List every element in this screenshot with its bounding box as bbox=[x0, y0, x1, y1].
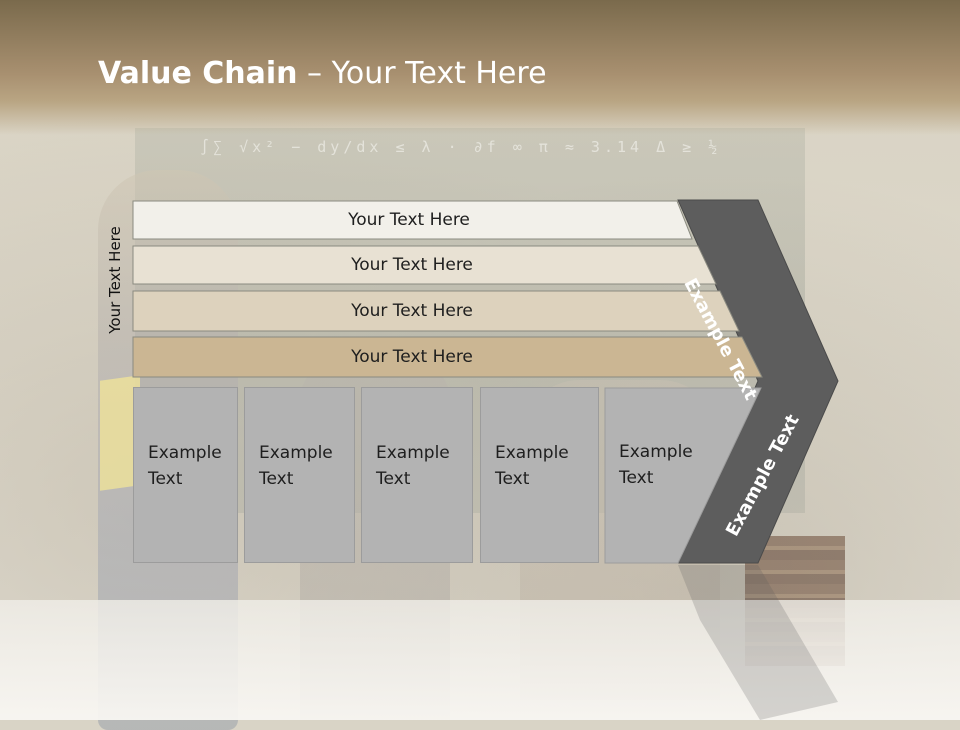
slide-title-rest: – Your Text Here bbox=[297, 56, 547, 91]
cell-4-line1: Example bbox=[495, 443, 569, 463]
cell-3-line1: Example bbox=[376, 443, 450, 463]
bar-3: Your Text Here bbox=[133, 291, 699, 331]
bar-2-label: Your Text Here bbox=[351, 255, 473, 275]
background-desk bbox=[0, 600, 960, 720]
cell-2-line1: Example bbox=[259, 443, 333, 463]
cell-1-line1: Example bbox=[148, 443, 222, 463]
chalkboard-scribbles: ∫∑ √x² − dy/dx ≤ λ · ∂f ∞ π ≈ 3.14 Δ ≥ ½ bbox=[200, 138, 722, 156]
bar-1-label: Your Text Here bbox=[348, 210, 470, 230]
bar-2: Your Text Here bbox=[133, 246, 699, 284]
cell-5-line2: Text bbox=[619, 468, 654, 488]
cell-5-reflection bbox=[605, 565, 705, 685]
slide-title-bold: Value Chain bbox=[98, 56, 298, 91]
cell-shape-5 bbox=[604, 387, 762, 564]
chevron-reflection bbox=[678, 565, 838, 720]
cell-4: Example Text bbox=[480, 387, 599, 563]
bar-3-label: Your Text Here bbox=[351, 301, 473, 321]
cell-5-line1: Example bbox=[619, 442, 693, 462]
cell-4-line2: Text bbox=[495, 469, 530, 489]
bar-shape-1 bbox=[132, 200, 693, 240]
title-band bbox=[0, 0, 960, 135]
bar-shape-3 bbox=[132, 290, 740, 332]
cell-3-reflection bbox=[361, 565, 473, 685]
cell-1-reflection bbox=[133, 565, 238, 685]
cell-2-reflection bbox=[244, 565, 355, 685]
cell-3: Example Text bbox=[361, 387, 473, 563]
slide-title: Value Chain – Your Text Here bbox=[98, 52, 547, 96]
cell-4-reflection bbox=[480, 565, 599, 685]
cell-2-line2: Text bbox=[259, 469, 294, 489]
cell-2: Example Text bbox=[244, 387, 355, 563]
bar-shape-2 bbox=[132, 245, 717, 285]
bar-4: Your Text Here bbox=[133, 337, 699, 377]
bar-4-label: Your Text Here bbox=[351, 347, 473, 367]
bar-shape-4 bbox=[132, 336, 763, 378]
cell-3-line2: Text bbox=[376, 469, 411, 489]
cell-1-line2: Text bbox=[148, 469, 183, 489]
cell-1: Example Text bbox=[133, 387, 238, 563]
bar-1: Your Text Here bbox=[133, 201, 693, 239]
cell-5: Example Text bbox=[605, 387, 705, 563]
